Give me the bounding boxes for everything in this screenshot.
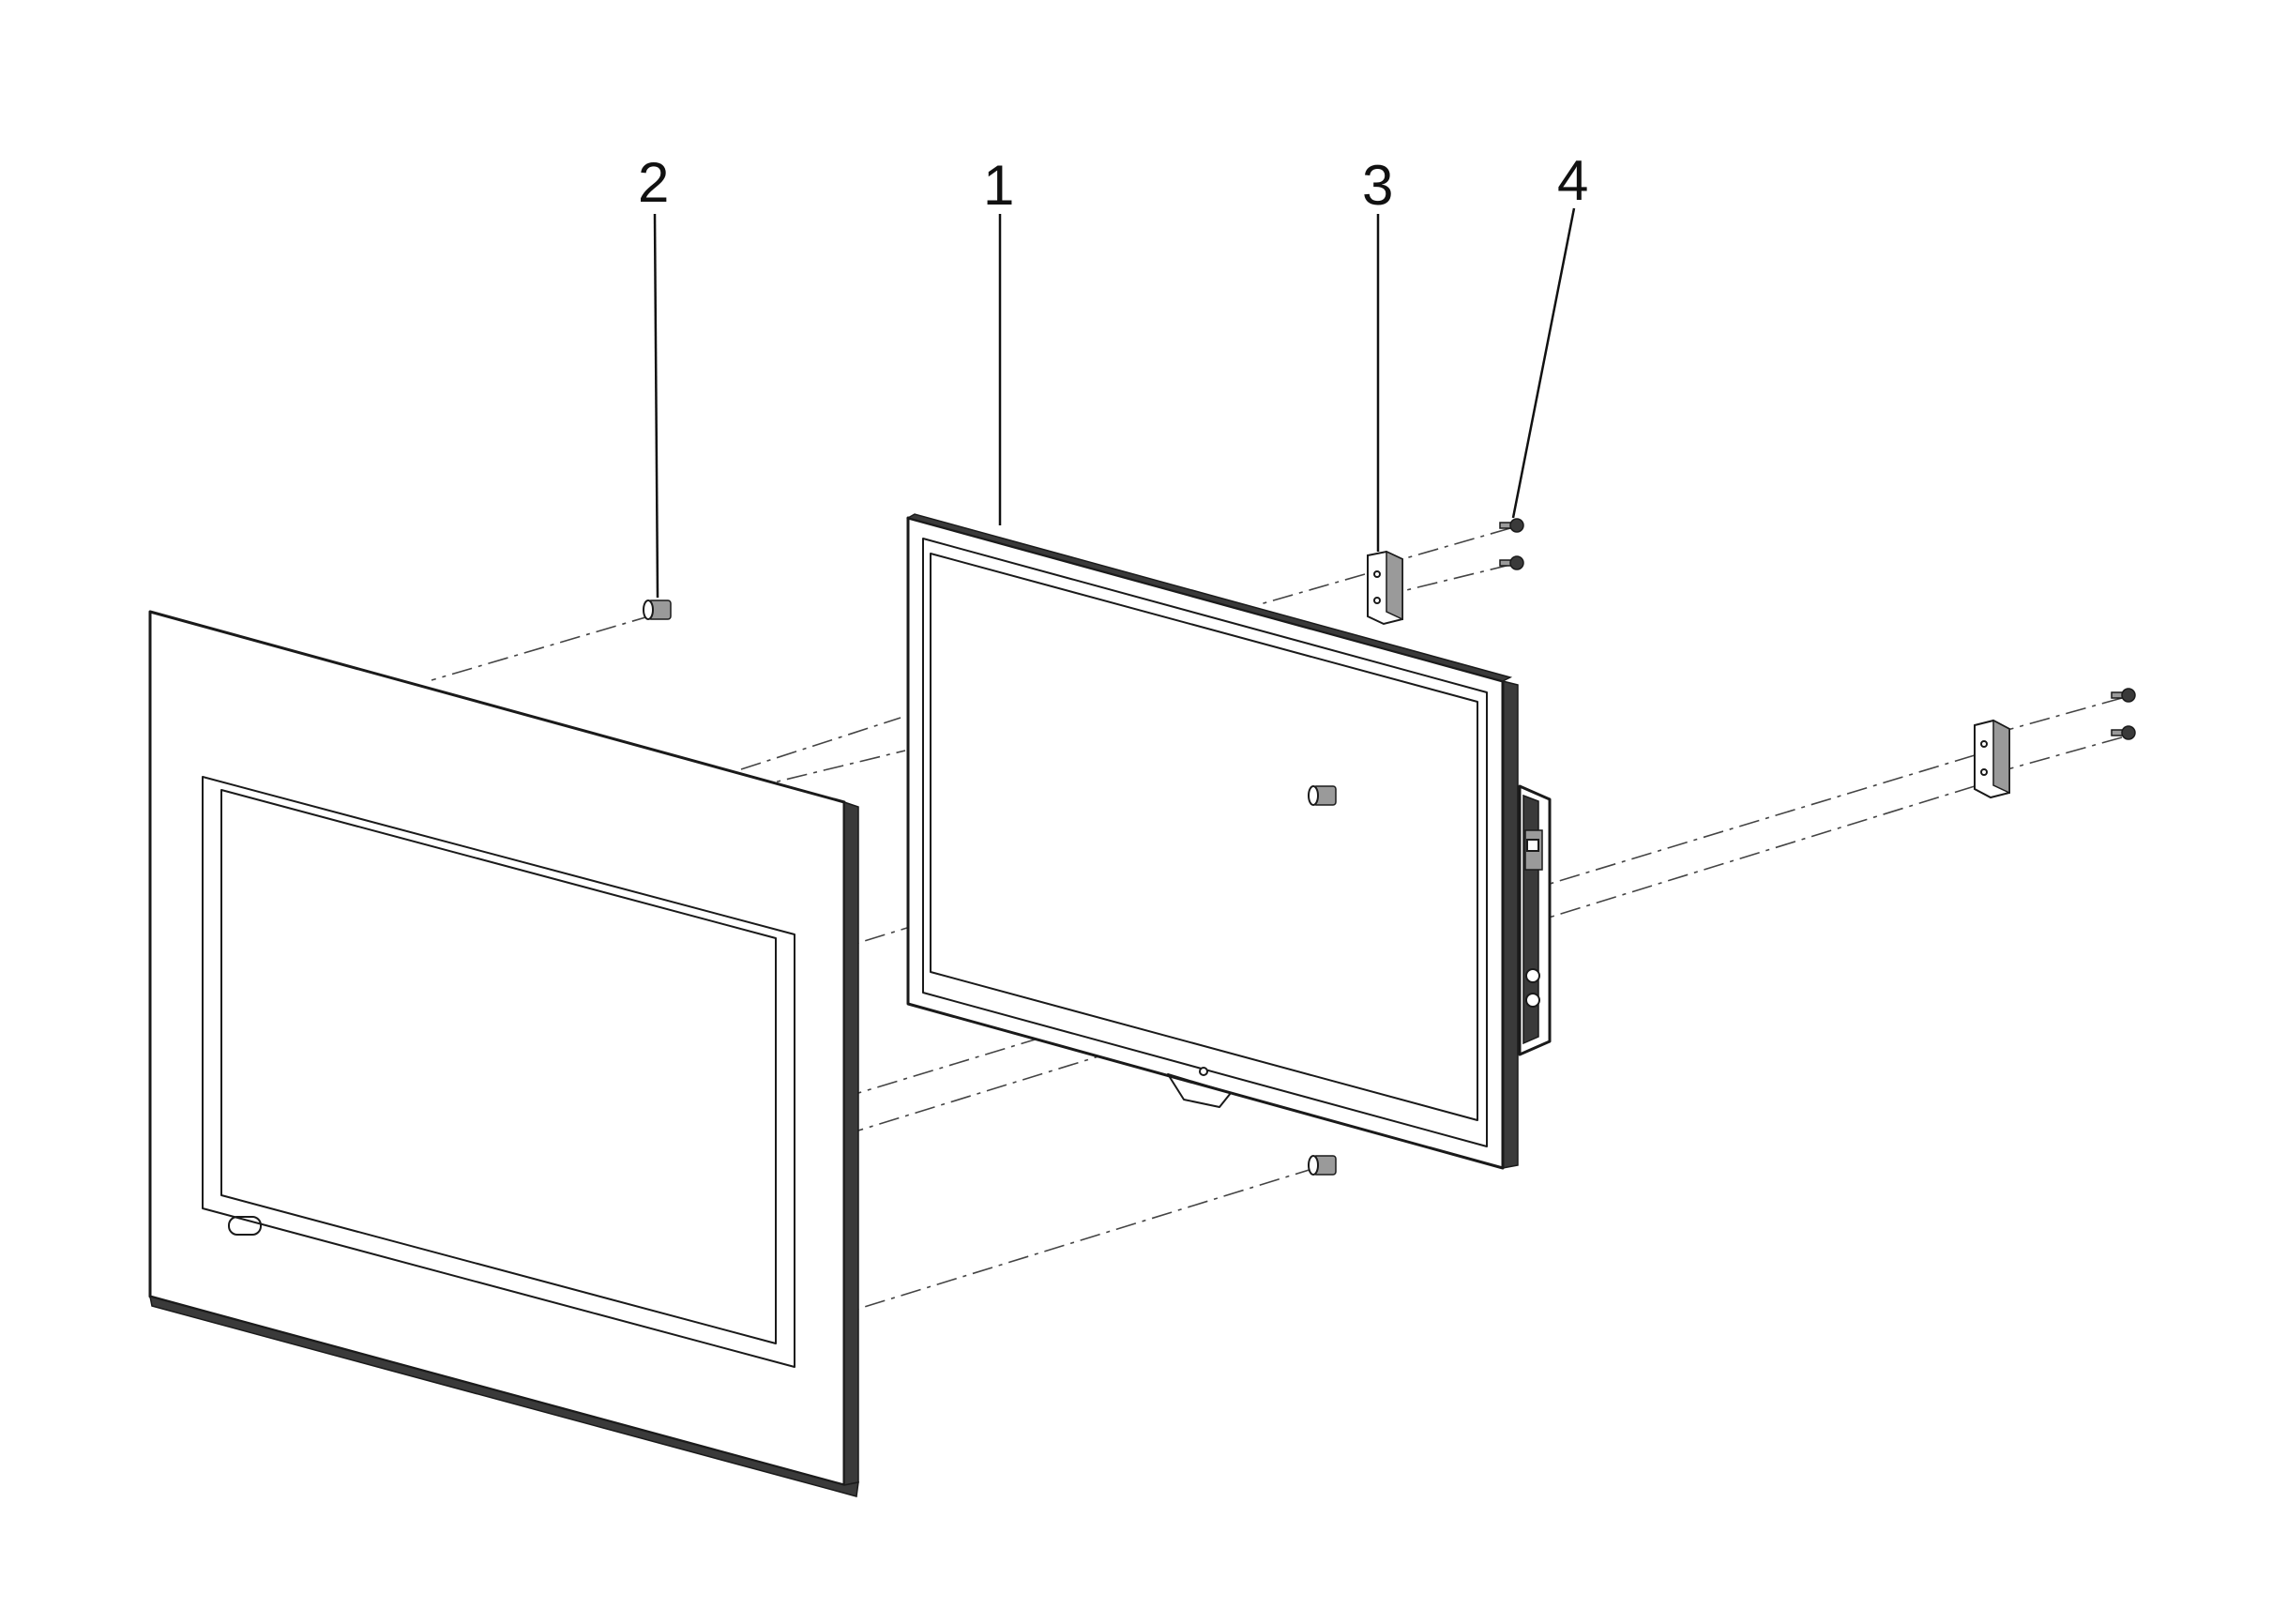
screw-top-upper: [1499, 518, 1524, 533]
callout-labels: 2 1 3 4: [638, 149, 1588, 217]
screw-right-lower: [2111, 725, 2136, 740]
assembly-line-bracket-top: [1256, 573, 1366, 606]
leader-line-2: [653, 213, 659, 599]
assembly-line-screw-top-lower: [1401, 564, 1511, 592]
bracket-hole-lower: [1373, 597, 1381, 604]
standoffs: [643, 600, 1337, 1176]
monitor-top-edge: [906, 513, 1513, 682]
front-panel-right-edge: [843, 800, 859, 1486]
assembly-line-bracket-right-lower: [857, 785, 1976, 1131]
standoff-bottom: [1308, 1155, 1337, 1176]
callout-4: 4: [1557, 149, 1588, 212]
monitor-right-edge: [1502, 680, 1519, 1169]
assembly-line-standoff-top-left: [431, 615, 653, 681]
standoff-center: [1308, 785, 1337, 806]
screw-right-upper: [2111, 688, 2136, 703]
bracket-top: [1367, 550, 1403, 626]
front-panel-logo-slot: [228, 1216, 262, 1236]
standoff-top-left: [643, 600, 672, 620]
callout-1: 1: [983, 154, 1014, 217]
front-panel-window-outer: [202, 776, 795, 1368]
assembly-line-standoff-bottom: [857, 1167, 1316, 1310]
monitor-io-strip: [1518, 784, 1552, 1056]
assembly-line-panel-monitor-upper-2: [750, 750, 906, 789]
monitor-display: [906, 513, 1552, 1170]
standoff-end: [1308, 785, 1319, 806]
bracket-side: [1386, 550, 1403, 621]
bracket-side: [1992, 719, 2010, 795]
screw-head: [1509, 555, 1524, 570]
standoff-end: [643, 600, 654, 620]
assembly-line-screw-right-upper: [2007, 697, 2123, 731]
standoff-end: [1308, 1155, 1319, 1176]
front-panel-window-inner: [220, 789, 777, 1344]
bracket-right: [1974, 719, 2010, 799]
monitor-io-port-small: [1526, 839, 1539, 852]
screw-top-lower: [1499, 555, 1524, 570]
monitor-bottom-tab: [1167, 1073, 1232, 1108]
assembly-line-screw-right-lower: [2007, 736, 2123, 770]
front-panel-bottom-edge: [149, 1295, 859, 1497]
monitor-bezel-inner: [922, 538, 1488, 1147]
screws: [1499, 518, 2136, 740]
front-panel-face: [148, 610, 846, 1487]
screw-head: [2121, 688, 2136, 703]
screw-head: [2121, 725, 2136, 740]
assembly-line-panel-monitor-upper: [740, 717, 901, 770]
callout-2: 2: [638, 151, 669, 214]
front-bezel-panel: [148, 610, 859, 1497]
leader-lines: [653, 207, 1576, 599]
screw-head: [1509, 518, 1524, 533]
leader-line-4: [1511, 207, 1576, 519]
bracket-hole-upper: [1980, 740, 1988, 748]
bracket-hole-lower: [1980, 768, 1988, 776]
monitor-screen: [930, 553, 1478, 1121]
mounting-brackets: [1367, 550, 2010, 799]
bracket-hole-upper: [1373, 570, 1381, 578]
assembly-line-screw-top-upper: [1401, 527, 1511, 560]
monitor-bottom-led: [1199, 1067, 1208, 1076]
monitor-io-jack-1: [1525, 968, 1540, 983]
monitor-io-jack-2: [1525, 993, 1540, 1008]
callout-3: 3: [1362, 154, 1393, 217]
